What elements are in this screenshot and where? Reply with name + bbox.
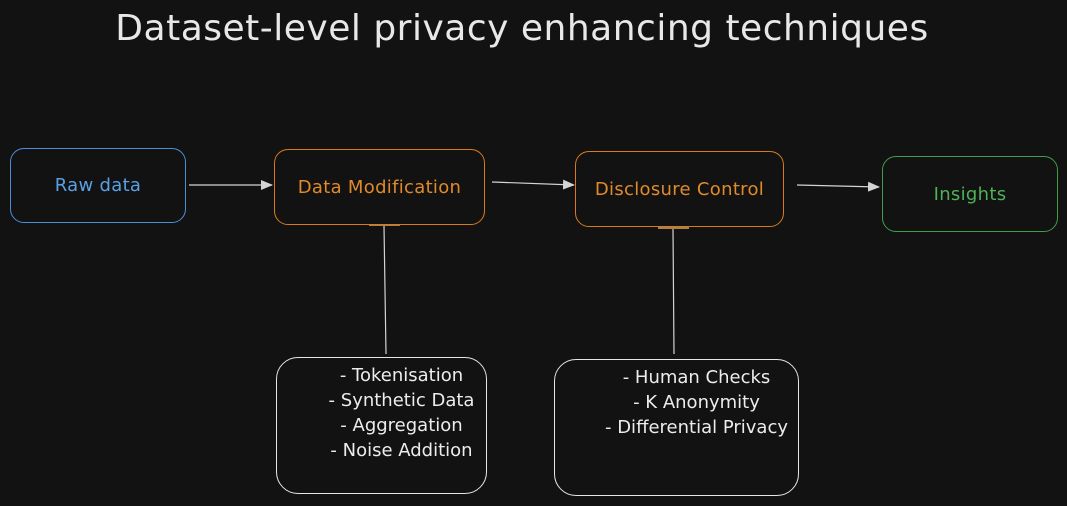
- data-modification-techniques-box: - Tokenisation - Synthetic Data - Aggreg…: [276, 357, 487, 494]
- arrow-disclosure-to-insights: [796, 181, 880, 192]
- connector-modification-to-list: [383, 225, 387, 355]
- insights-node: Insights: [882, 156, 1058, 232]
- data-modification-node: Data Modification: [274, 149, 485, 225]
- technique-item: - Tokenisation: [339, 365, 464, 386]
- disclosure-control-label: Disclosure Control: [594, 178, 765, 200]
- insights-label: Insights: [933, 183, 1007, 205]
- arrow-modification-to-disclosure: [491, 179, 575, 190]
- technique-item: - Noise Addition: [330, 440, 473, 461]
- raw-data-node: Raw data: [10, 148, 186, 223]
- technique-item: - Aggregation: [340, 415, 463, 436]
- technique-item: - Differential Privacy: [604, 417, 789, 438]
- diagram-title: Dataset-level privacy enhancing techniqu…: [115, 8, 929, 49]
- disclosure-control-node: Disclosure Control: [575, 151, 784, 227]
- technique-item: - Synthetic Data: [328, 390, 475, 411]
- disclosure-control-techniques-box: - Human Checks - K Anonymity - Different…: [554, 359, 799, 496]
- connector-disclosure-to-list: [672, 228, 675, 355]
- data-modification-label: Data Modification: [297, 176, 462, 198]
- raw-data-label: Raw data: [54, 175, 142, 196]
- technique-item: - K Anonymity: [633, 392, 760, 413]
- technique-item: - Human Checks: [622, 367, 771, 388]
